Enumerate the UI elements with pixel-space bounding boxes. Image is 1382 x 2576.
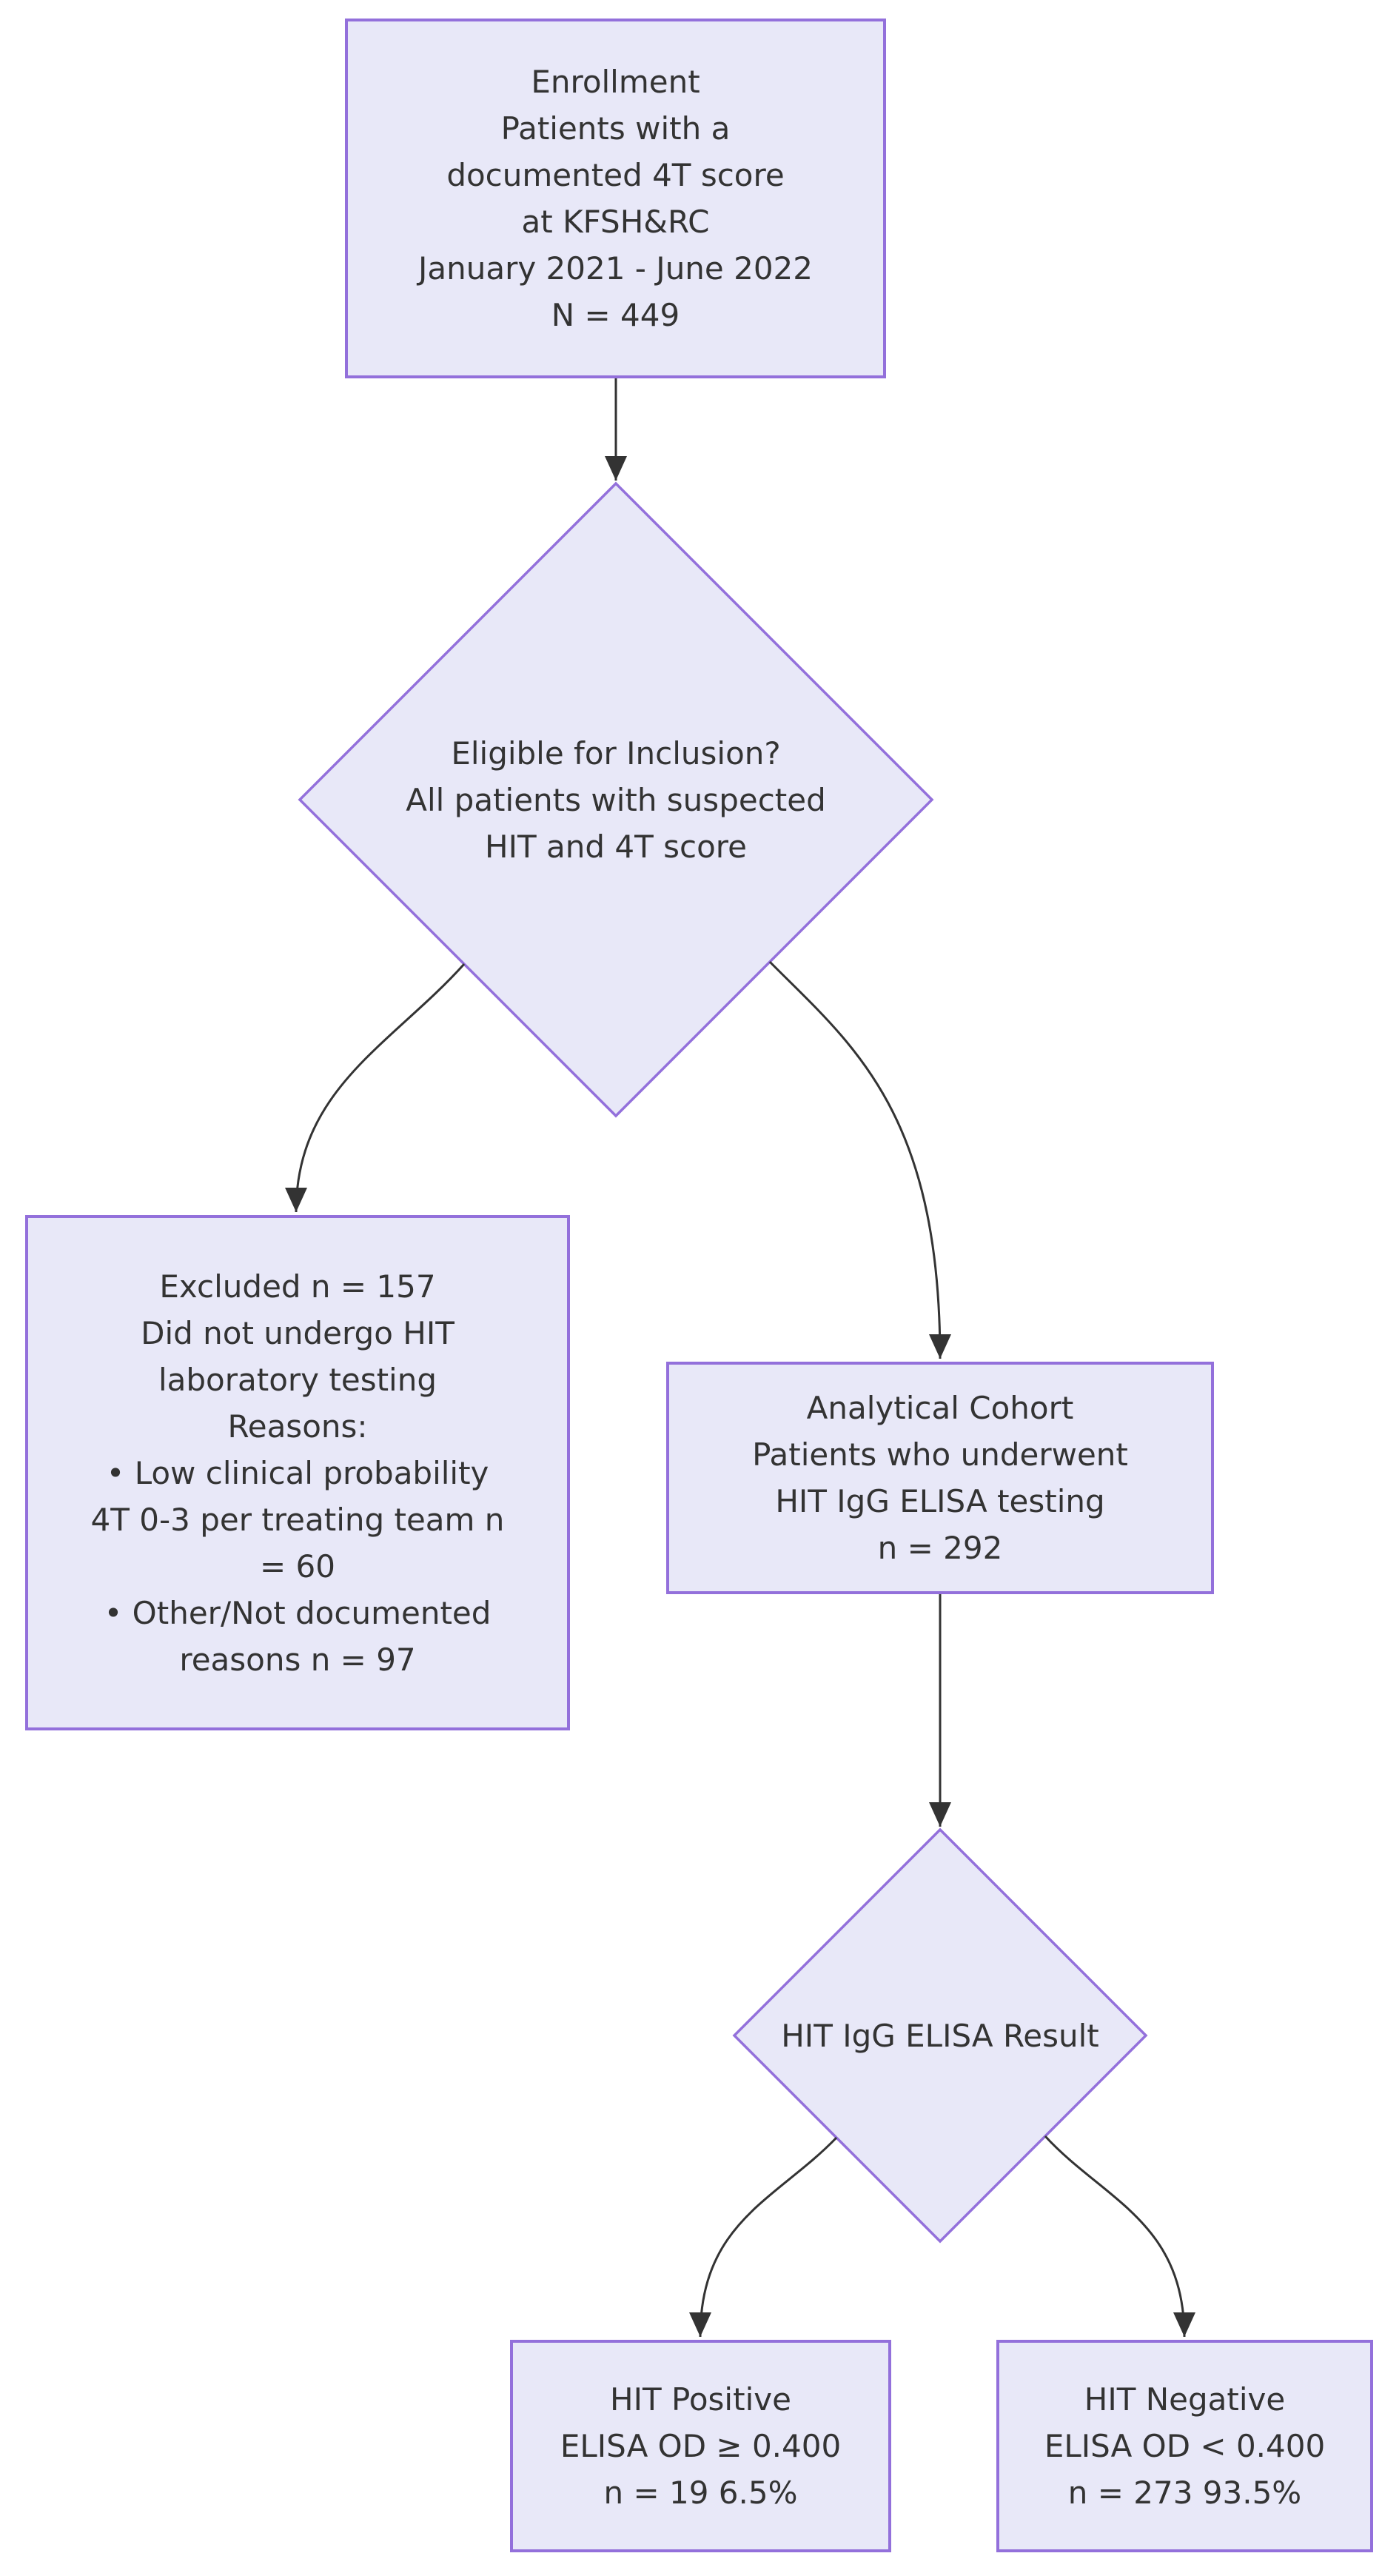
node-hit-positive-line: ELISA OD ≥ 0.400 (560, 2428, 842, 2464)
node-hit-negative-line: HIT Negative (1084, 2381, 1286, 2418)
node-analytical-line: Patients who underwent (752, 1436, 1128, 1473)
node-excluded: Excluded n = 157 Did not undergo HIT lab… (25, 1215, 570, 1730)
node-hit-negative-line: n = 273 93.5% (1067, 2475, 1302, 2511)
node-enrollment-line: N = 449 (551, 297, 680, 333)
node-hit-negative-line: ELISA OD < 0.400 (1044, 2428, 1326, 2464)
node-enrollment-line: January 2021 - June 2022 (417, 250, 814, 287)
node-analytical-line: n = 292 (877, 1530, 1003, 1566)
node-hit-positive-line: n = 19 6.5% (603, 2475, 798, 2511)
arrow-result-to-positive (689, 2136, 838, 2338)
arrow-result-to-negative (1044, 2135, 1195, 2338)
node-excluded-line: reasons n = 97 (179, 1641, 416, 1678)
node-excluded-line: Reasons: (227, 1408, 368, 1445)
node-enrollment-line: Patients with a (500, 110, 731, 147)
arrow-eligibility-to-excluded (285, 963, 466, 1213)
node-enrollment-line: documented 4T score (446, 157, 785, 193)
node-analytical-cohort: Analytical Cohort Patients who underwent… (666, 1362, 1214, 1594)
node-analytical-line: HIT IgG ELISA testing (775, 1483, 1105, 1519)
node-excluded-line: = 60 (260, 1548, 335, 1585)
node-analytical-line: Analytical Cohort (806, 1390, 1074, 1426)
node-hit-negative: HIT Negative ELISA OD < 0.400 n = 273 93… (996, 2340, 1373, 2552)
diamond-elisa-result (732, 1827, 1148, 2244)
node-excluded-line: 4T 0-3 per treating team n (90, 1501, 505, 1538)
node-excluded-line: Excluded n = 157 (159, 1268, 436, 1305)
node-excluded-line: Did not undergo HIT (141, 1314, 454, 1351)
diamond-eligibility (298, 481, 934, 1118)
node-enrollment-line: at KFSH&RC (521, 204, 710, 240)
node-hit-positive-line: HIT Positive (610, 2381, 791, 2418)
node-enrollment: Enrollment Patients with a documented 4T… (345, 19, 886, 378)
arrow-eligibility-to-analytical (768, 960, 951, 1359)
node-hit-positive: HIT Positive ELISA OD ≥ 0.400 n = 19 6.5… (510, 2340, 891, 2552)
node-excluded-line: • Low clinical probability (106, 1454, 489, 1491)
node-excluded-line: • Other/Not documented (104, 1594, 492, 1631)
node-excluded-line: laboratory testing (158, 1361, 437, 1398)
node-enrollment-line: Enrollment (531, 64, 700, 100)
